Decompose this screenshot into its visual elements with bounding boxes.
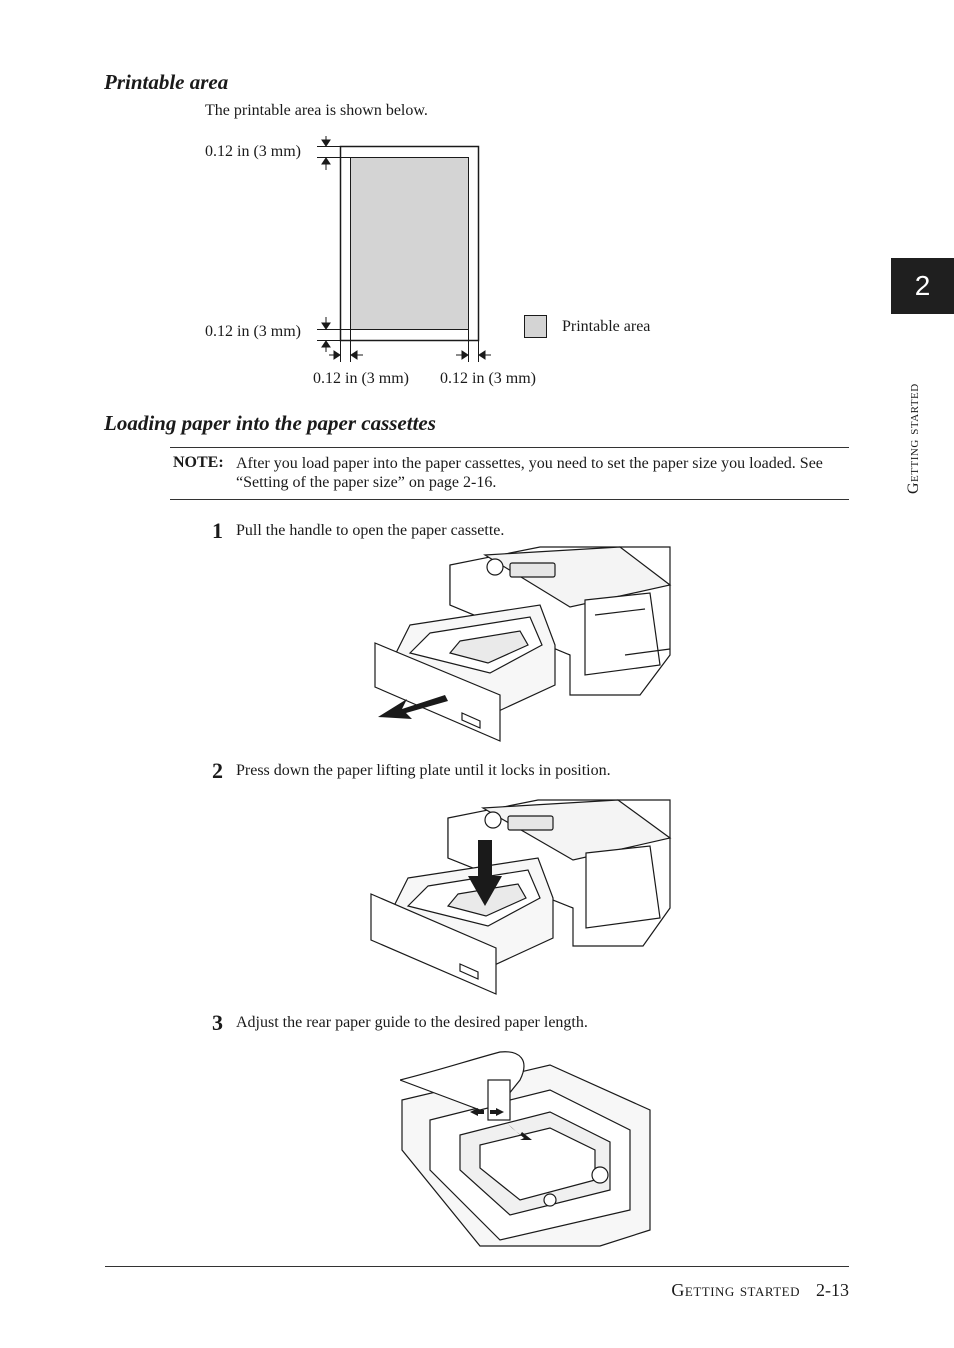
dim-label-bottom: 0.12 in (3 mm) bbox=[205, 323, 301, 340]
step-number: 2 bbox=[212, 758, 223, 783]
dim-marker-bottom bbox=[317, 317, 350, 352]
printable-region bbox=[350, 157, 469, 330]
illustration-adjust-guide bbox=[400, 1051, 651, 1247]
dim-marker-top bbox=[317, 136, 350, 170]
step-number: 3 bbox=[212, 1010, 223, 1035]
printable-area-diagram bbox=[317, 136, 547, 362]
section-heading-loading-paper: Loading paper into the paper cassettes bbox=[104, 411, 436, 435]
note-box: NOTE: After you load paper into the pape… bbox=[170, 447, 849, 500]
step-text: Adjust the rear paper guide to the desir… bbox=[236, 1014, 588, 1031]
chapter-tab: 2 bbox=[891, 258, 954, 314]
step-number: 1 bbox=[212, 518, 223, 543]
squeeze-arrow-icon bbox=[470, 1108, 504, 1116]
dim-label-left: 0.12 in (3 mm) bbox=[313, 370, 409, 387]
legend-swatch bbox=[524, 315, 547, 338]
pull-arrow-icon bbox=[378, 695, 448, 719]
dim-label-right: 0.12 in (3 mm) bbox=[440, 370, 536, 387]
dim-label-top: 0.12 in (3 mm) bbox=[205, 143, 301, 160]
footer-section: Getting started bbox=[671, 1280, 800, 1300]
illustration-press-plate bbox=[370, 799, 672, 995]
press-down-arrow-icon bbox=[468, 840, 502, 906]
footer: Getting started 2-13 bbox=[671, 1280, 849, 1301]
step-text: Press down the paper lifting plate until… bbox=[236, 762, 611, 779]
section-heading-printable-area: Printable area bbox=[104, 70, 229, 94]
note-label: NOTE: bbox=[173, 454, 224, 471]
illustration-open-cassette bbox=[374, 546, 672, 742]
slide-arrow-icon bbox=[508, 1124, 532, 1140]
legend-label: Printable area bbox=[562, 318, 651, 335]
step-text: Pull the handle to open the paper casset… bbox=[236, 522, 505, 539]
dim-marker-left bbox=[329, 330, 363, 362]
chapter-side-title: Getting started bbox=[905, 383, 922, 494]
note-text: After you load paper into the paper cass… bbox=[236, 455, 823, 491]
printable-area-intro: The printable area is shown below. bbox=[205, 102, 428, 119]
footer-rule bbox=[105, 1266, 849, 1267]
page-number: 2-13 bbox=[816, 1280, 849, 1300]
dim-marker-right bbox=[456, 330, 491, 362]
